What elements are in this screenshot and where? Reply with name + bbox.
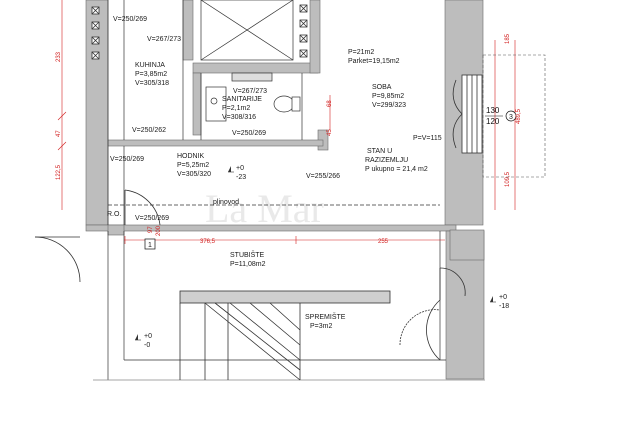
spremiste-name: SPREMIŠTE xyxy=(305,312,346,321)
dim-left-3: 122,5 xyxy=(56,164,62,180)
door-number-box xyxy=(144,238,156,250)
door-height-4: V=250/269 xyxy=(232,130,266,137)
soba-name: SOBA xyxy=(372,84,392,91)
vent-squares-left xyxy=(91,6,100,60)
dimension-lines xyxy=(57,0,516,244)
svg-text:-23: -23 xyxy=(236,174,246,181)
hodnik-area: P=5,25m2 xyxy=(177,162,209,169)
skylight xyxy=(200,0,294,61)
door-number: 1 xyxy=(148,242,152,249)
spremiste-area: P=3m2 xyxy=(310,323,332,330)
door-swings xyxy=(34,189,466,361)
window-width: 130 xyxy=(486,106,500,115)
svg-text:-0: -0 xyxy=(144,342,150,349)
door-width: 97 xyxy=(148,226,154,233)
dim-bottom-2: 255 xyxy=(378,239,389,245)
dim-bottom-1: 376,5 xyxy=(200,239,216,245)
svg-text:-18: -18 xyxy=(499,303,509,310)
door-height-8: P=V=115 xyxy=(413,135,442,142)
sanitarije-area: P=2,1m2 xyxy=(222,105,250,112)
top-room-parket: Parket=19,15m2 xyxy=(348,58,400,65)
watermark: La Mar xyxy=(205,186,324,231)
plinovod-label: plinovod xyxy=(213,199,239,206)
stubiste-name: STUBIŠTE xyxy=(230,250,265,259)
door-height-3: V=250/262 xyxy=(132,127,166,134)
ro-label: R.O. xyxy=(107,211,121,218)
level-mark-3: +0 -0 xyxy=(135,333,152,349)
level-mark-1: +0 -23 xyxy=(228,165,246,181)
door-height-7: V=250/269 xyxy=(135,215,169,222)
window-right xyxy=(452,74,483,154)
sanitarije-vheight: V=267/273 xyxy=(233,88,267,95)
window-number-circle xyxy=(505,110,517,122)
stairs xyxy=(179,290,391,381)
window-height: 120 xyxy=(486,117,500,126)
hodnik-volume: V=305/320 xyxy=(177,171,211,178)
dim-mid-1: 68 xyxy=(327,100,333,107)
svg-text:+0: +0 xyxy=(499,294,507,301)
door-height-5: V=250/269 xyxy=(110,156,144,163)
kuhinja-area: P=3,85m2 xyxy=(135,71,167,78)
dim-left-2: 47 xyxy=(56,130,62,137)
bathroom-fixtures xyxy=(205,72,301,122)
kuhinja-name: KUHINJA xyxy=(135,62,165,69)
soba-volume: V=299/323 xyxy=(372,102,406,109)
interior-lines xyxy=(93,0,485,381)
top-room-area: P=21m2 xyxy=(348,49,374,56)
sanitarije-name: SANITARIJE xyxy=(222,96,262,103)
soba-area: P=9,85m2 xyxy=(372,93,404,100)
dim-right-1: 185 xyxy=(505,33,511,44)
hodnik-name: HODNIK xyxy=(177,153,205,160)
vent-squares-right xyxy=(299,4,308,58)
stan-line2: RAZIZEMLJU xyxy=(365,157,408,164)
door-height-6: V=255/266 xyxy=(306,173,340,180)
door-height: 200 xyxy=(156,225,162,236)
stubiste-area: P=11,08m2 xyxy=(230,261,266,268)
stan-line1: STAN U xyxy=(367,148,392,155)
svg-text:+0: +0 xyxy=(144,333,152,340)
door-height-1: V=250/269 xyxy=(113,16,147,23)
window-number: 3 xyxy=(509,114,513,121)
window-outline xyxy=(482,54,546,178)
door-height-2: V=267/273 xyxy=(147,36,181,43)
dim-right-3: 109,5 xyxy=(505,171,511,187)
level-mark-2: +0 -18 xyxy=(490,294,509,310)
stan-total: P ukupno = 21,4 m2 xyxy=(365,166,428,173)
svg-text:+0: +0 xyxy=(236,165,244,172)
kuhinja-volume: V=305/318 xyxy=(135,80,169,87)
dim-left-1: 233 xyxy=(56,51,62,62)
sanitarije-volume: V=308/316 xyxy=(222,114,256,121)
dim-right-2: 489,5 xyxy=(516,108,522,124)
dim-mid-2: 45 xyxy=(327,129,333,136)
